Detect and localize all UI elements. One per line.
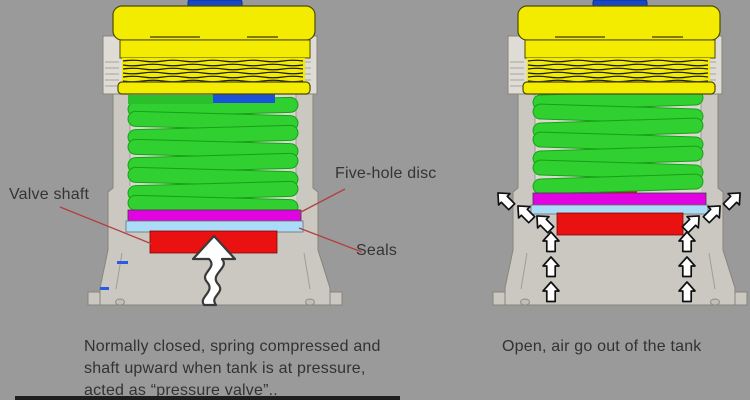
cap-neck [119, 39, 311, 59]
thread-lines [122, 59, 304, 83]
base-edge-lines [520, 252, 716, 290]
cap-collar [117, 81, 311, 95]
five-hole-disc-part [532, 192, 707, 206]
seals-label: Seals [356, 242, 398, 259]
closed-valve-caption: Normally closed, spring compressed and s… [84, 338, 381, 399]
cap-head [112, 5, 316, 41]
base-hole-right [305, 298, 315, 306]
base-edge-lines [115, 252, 311, 290]
air-flow-arrow [719, 186, 747, 214]
base-tab-right [329, 291, 343, 306]
base-hole-left [520, 298, 530, 306]
five-hole-disc-label: Five-hole disc [335, 165, 437, 182]
five-hole-disc-part [127, 209, 302, 222]
adjuster-cap [112, 0, 316, 95]
adjuster-cap [517, 0, 721, 95]
cap-head [517, 5, 721, 41]
pressure-up-arrow [191, 234, 237, 307]
base-hole-right [710, 298, 720, 306]
bottom-dark-bar [15, 396, 400, 400]
base-tab-left [87, 291, 101, 306]
cap-neck [524, 39, 716, 59]
spring-seat-blue [213, 94, 275, 103]
compression-spring [532, 89, 704, 195]
blue-mark [100, 287, 109, 290]
seal-part [125, 220, 304, 233]
valve-open-figure [491, 0, 748, 306]
base-tab-right [734, 291, 748, 306]
open-valve-caption: Open, air go out of the tank [502, 338, 702, 355]
blue-mark [117, 261, 128, 264]
base-hole-left [115, 298, 125, 306]
base-tab-left [492, 291, 506, 306]
spring-top-coil [128, 95, 213, 104]
valve-closed-figure [87, 0, 343, 307]
valve-shaft-label: Valve shaft [9, 186, 90, 203]
cap-collar [522, 81, 716, 95]
valve-head [556, 212, 684, 236]
